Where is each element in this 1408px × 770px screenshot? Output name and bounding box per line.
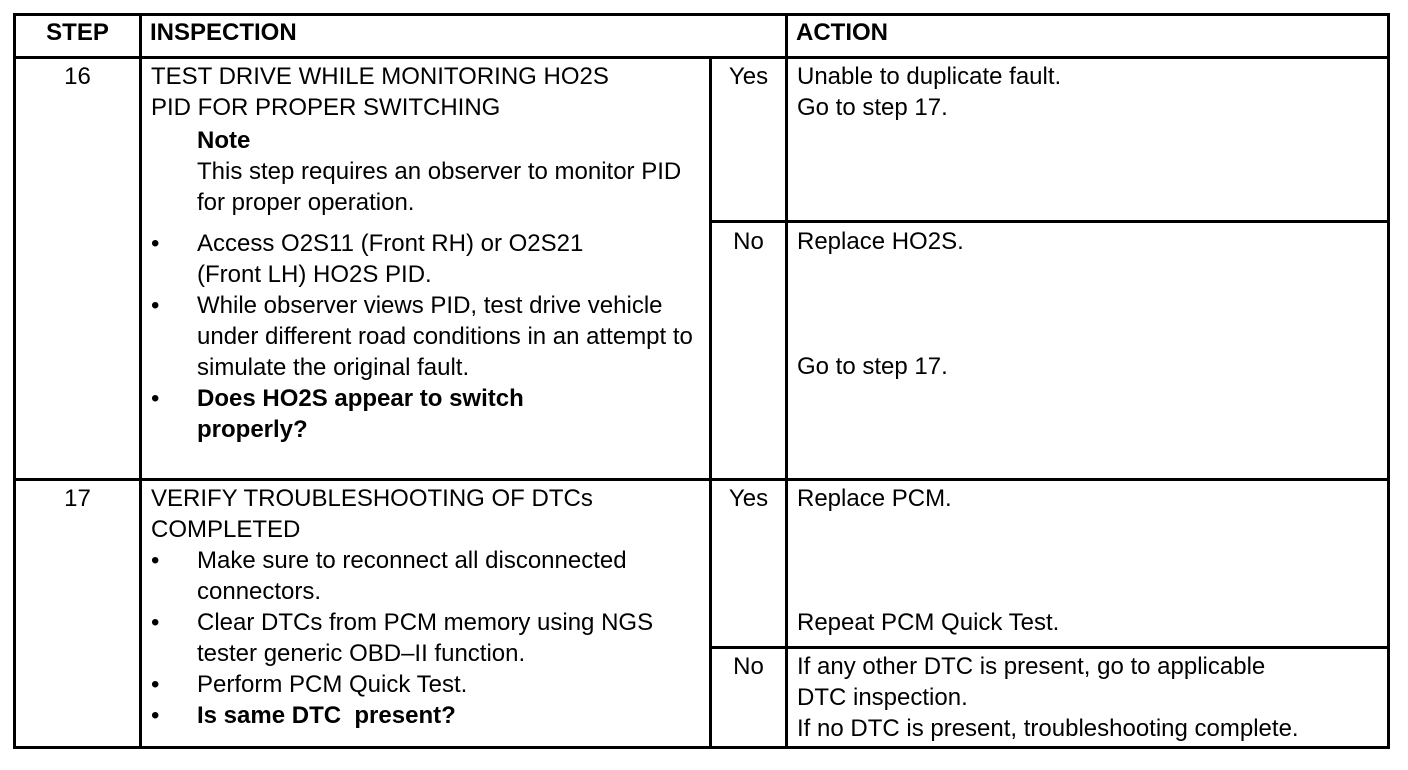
action-line: Unable to duplicate fault.	[797, 63, 1062, 90]
list-item: Make sure to reconnect all disconnected …	[151, 545, 703, 607]
bullet-text: While observer views PID, test drive veh…	[197, 292, 693, 381]
step-column-divider	[139, 13, 142, 749]
yesno-column-divider	[709, 56, 712, 749]
row16-yes-no-divider	[709, 220, 1390, 223]
troubleshooting-table: STEP INSPECTION ACTION 16 TEST DRIVE WHI…	[13, 13, 1390, 749]
yes-action-line: Replace PCM.	[797, 485, 952, 512]
no-action-line: Replace HO2S.	[797, 228, 964, 255]
bullet-text: Perform PCM Quick Test.	[197, 671, 468, 698]
yes-label: Yes	[728, 485, 769, 512]
header-inspection: INSPECTION	[150, 19, 297, 46]
no-action-line: Go to step 17.	[797, 353, 948, 380]
step-number: 16	[64, 63, 91, 90]
action-line: If any other DTC is present, go to appli…	[797, 653, 1266, 680]
header-divider	[13, 56, 1390, 59]
inspection-cell: VERIFY TROUBLESHOOTING OF DTCs COMPLETED…	[151, 483, 703, 731]
list-item: Perform PCM Quick Test.	[151, 669, 703, 700]
step-number: 17	[64, 485, 91, 512]
header-action: ACTION	[796, 19, 888, 46]
table-border-top	[13, 13, 1390, 16]
action-line: Go to step 17.	[797, 94, 948, 121]
table-border-bottom	[13, 746, 1390, 749]
inspection-title-line: TEST DRIVE WHILE MONITORING HO2S	[151, 63, 609, 90]
bullet-text: Clear DTCs from PCM memory using NGS tes…	[197, 609, 654, 667]
list-item: Clear DTCs from PCM memory using NGS tes…	[151, 607, 703, 669]
action-column-divider	[785, 13, 788, 749]
list-item: Is same DTC present?	[151, 700, 703, 731]
bullet-text: Make sure to reconnect all disconnected …	[197, 547, 627, 605]
row-divider	[13, 478, 1390, 481]
inspection-cell: TEST DRIVE WHILE MONITORING HO2S PID FOR…	[151, 61, 703, 445]
yes-label: Yes	[728, 63, 769, 90]
table-border-left	[13, 13, 16, 749]
list-item: Access O2S11 (Front RH) or O2S21 (Front …	[151, 228, 703, 290]
yes-action: Unable to duplicate fault. Go to step 17…	[797, 61, 1377, 123]
inspection-title-line: PID FOR PROPER SWITCHING	[151, 94, 501, 121]
yes-action-line: Repeat PCM Quick Test.	[797, 609, 1060, 636]
table-border-right	[1387, 13, 1390, 749]
action-line: DTC inspection.	[797, 684, 968, 711]
note-text: This step requires an observer to monito…	[197, 158, 682, 216]
question-text: Does HO2S appear to switch properly?	[197, 385, 524, 443]
action-line: If no DTC is present, troubleshooting co…	[797, 715, 1299, 742]
row17-yes-no-divider	[709, 646, 1390, 649]
inspection-bullets: Make sure to reconnect all disconnected …	[151, 545, 703, 731]
inspection-bullets: Access O2S11 (Front RH) or O2S21 (Front …	[151, 228, 703, 445]
bullet-text: Access O2S11 (Front RH) or O2S21 (Front …	[197, 230, 584, 288]
header-step: STEP	[46, 19, 109, 46]
inspection-title-line: VERIFY TROUBLESHOOTING OF DTCs	[151, 485, 593, 512]
note-label: Note	[197, 127, 251, 154]
inspection-title-line: COMPLETED	[151, 516, 301, 543]
list-item: Does HO2S appear to switch properly?	[151, 383, 703, 445]
no-label: No	[733, 653, 764, 680]
no-action: If any other DTC is present, go to appli…	[797, 651, 1383, 744]
note-block: Note This step requires an observer to m…	[151, 125, 703, 218]
no-label: No	[733, 228, 764, 255]
question-text: Is same DTC present?	[197, 702, 456, 729]
list-item: While observer views PID, test drive veh…	[151, 290, 703, 383]
